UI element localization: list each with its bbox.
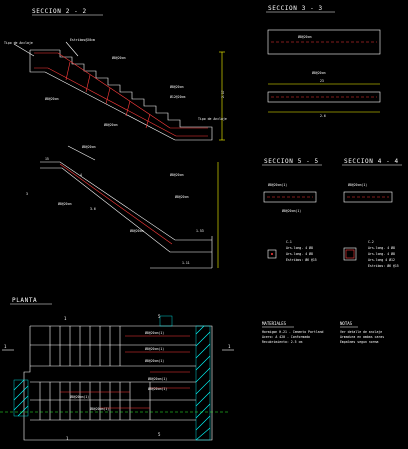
plan-note-7: Ø8@20cm(1) — [90, 406, 109, 411]
plan-wall-left — [13, 379, 29, 417]
plan-mark-4: 1 — [66, 436, 69, 441]
rebar-ties — [65, 61, 151, 129]
flight-rebar — [59, 163, 173, 245]
column-c1-label: C-1 — [286, 240, 292, 244]
section-5-5-note: Ø8@20cm(1) — [268, 182, 287, 187]
section-3-3-note-2: Ø8@20cm — [312, 70, 326, 75]
legend-materials: MATERIALES Hormigon H-21 - Cemento Portl… — [262, 321, 323, 344]
column-c2-shape — [343, 247, 357, 261]
plan-wall-right — [195, 325, 211, 441]
column-c1: C-1 Ars.long. 4 Ø8 Ars.long. 4 Ø8 Estrib… — [267, 240, 317, 262]
legend-materials-line-2: Acero: A 420 - Conformado — [262, 335, 310, 339]
plan-view: PLANTA — [0, 297, 234, 441]
note-estribos: Estribos@20cm — [70, 38, 95, 42]
rebar-bottom — [34, 67, 208, 137]
plan-column — [159, 315, 173, 327]
plan-mark-5: 5 — [158, 314, 161, 319]
stair-soffit — [44, 71, 176, 141]
plan-steps-upper — [30, 326, 196, 367]
flight-top-line — [40, 161, 212, 241]
section-5-5: SECCION 5 - 5 Ø8@20cm(1) Ø8@20cm(1) — [262, 158, 322, 213]
legend-materials-line-3: Recubrimiento: 2.5 cm — [262, 340, 302, 344]
plan-wall-right-hatch — [195, 325, 211, 441]
section-3-3-title: SECCION 3 - 3 — [268, 5, 323, 12]
section-4-4: SECCION 4 - 4 Ø8@20cm(1) — [342, 158, 402, 203]
plan-note-4: Ø8@20cm(1) — [148, 376, 167, 381]
section-2-2: SECCION 2 - 2 2.17 Tipo de Anclaje Estri… — [4, 8, 227, 141]
legend-materials-title: MATERIALES — [262, 321, 287, 326]
note-left: Ø8@20cm — [45, 96, 59, 101]
flight-dim-1: 15 — [45, 157, 49, 161]
flight-note-3: Ø8@20cm — [58, 201, 72, 206]
column-c2-label: C-2 — [368, 240, 374, 244]
landing-bottom — [175, 126, 213, 141]
column-c2-spec-3: Ars.long 4 Ø12 — [368, 257, 395, 262]
plan-steps-lower — [30, 381, 196, 421]
plan-mark-1: 1 — [4, 344, 7, 349]
section-3-3-dim-2: 2.6 — [320, 114, 326, 118]
plan-mark-6: 5 — [158, 432, 161, 437]
legend-notes: NOTAS Ver detalle de anclaje Armadura en… — [340, 321, 384, 344]
section-4-4-beam — [343, 191, 393, 203]
section-3-3: SECCION 3 - 3 Ø8@20cm Ø8@20cm 23 2.6 — [266, 5, 381, 118]
section-3-3-dim-1: 23 — [320, 79, 324, 83]
note-top-1: Ø8@20cm — [112, 55, 126, 60]
column-c2-spec-1: Ars.long. 4 Ø8 — [368, 245, 395, 250]
legend-notes-line-1: Ver detalle de anclaje — [340, 330, 382, 334]
flight-dim-5: 1.53 — [196, 229, 204, 233]
column-c2-spec-4: Estribos: Ø6 @15 — [368, 263, 399, 268]
note-right-2: Ø12@20cm — [170, 94, 185, 99]
dim-height: 2.17 — [221, 90, 225, 98]
flight-note-4: Ø8@20cm — [130, 228, 144, 233]
column-c1-spec-1: Ars.long. 4 Ø8 — [286, 245, 313, 250]
plan-note-6: Ø8@20cm(1) — [70, 394, 89, 399]
stair-flight-elevation: Ø8@20cm 15 4 3 3.6 Ø8@20cm Ø8@20cm Ø8@20… — [26, 144, 219, 269]
flight-bottom-line — [40, 167, 212, 253]
flight-note-1: Ø8@20cm — [82, 144, 96, 149]
plan-note-2: Ø8@20cm(1) — [145, 346, 164, 351]
column-c2: C-2 Ars.long. 4 Ø8 Ars.long. 4 Ø8 Ars.lo… — [343, 240, 399, 268]
plan-note-1: Ø8@20cm(1) — [145, 330, 164, 335]
landing-top-edge — [29, 50, 45, 73]
section-2-2-title: SECCION 2 - 2 — [32, 8, 87, 15]
column-c2-spec-2: Ars.long. 4 Ø8 — [368, 251, 395, 256]
note-anchor-top: Tipo de Anclaje — [4, 41, 33, 45]
flight-dim-2: 4 — [80, 173, 82, 177]
section-5-5-beam — [263, 191, 317, 203]
note-anchor-bottom: Tipo de Anclaje — [198, 117, 227, 121]
legend-notes-title: NOTAS — [340, 321, 353, 326]
plan-title: PLANTA — [12, 297, 37, 304]
section-4-4-title: SECCION 4 - 4 — [344, 158, 399, 165]
flight-note-2: Ø8@20cm — [175, 194, 189, 199]
section-5-5-note-b: Ø8@20cm(1) — [282, 208, 301, 213]
plan-mark-2: 1 — [228, 344, 231, 349]
flight-dim-3: 3 — [26, 192, 28, 196]
column-c1-shape — [267, 249, 277, 259]
plan-mark-3: 1 — [64, 316, 67, 321]
flight-note-5: Ø8@20cm — [170, 172, 184, 177]
flight-dim-4: 3.6 — [90, 207, 96, 211]
legend-materials-line-1: Hormigon H-21 - Cemento Portland — [262, 330, 323, 334]
column-c1-spec-3: Estribos: Ø6 @15 — [286, 257, 317, 262]
plan-outline — [23, 325, 213, 441]
legend-notes-line-3: Empalmes segun norma — [340, 340, 378, 344]
section-4-4-note: Ø8@20cm(1) — [348, 182, 367, 187]
plan-note-3: Ø8@20cm(1) — [145, 358, 164, 363]
flight-dim-6: 1.11 — [182, 261, 190, 265]
column-c1-spec-2: Ars.long. 4 Ø8 — [286, 251, 313, 256]
section-3-3-bottom-slab — [267, 91, 381, 103]
section-3-3-top-slab — [267, 29, 381, 55]
stair-steps — [59, 50, 205, 128]
legend-notes-line-2: Armadura en ambas caras — [340, 335, 384, 339]
plan-note-5: Ø8@20cm(1) — [148, 386, 167, 391]
section-3-3-note-1: Ø8@20cm — [298, 34, 312, 39]
note-bottom: Ø8@20cm — [104, 122, 118, 127]
plan-rebar — [60, 335, 190, 409]
rebar-top — [34, 52, 208, 129]
note-right-1: Ø8@20cm — [170, 84, 184, 89]
section-5-5-title: SECCION 5 - 5 — [264, 158, 319, 165]
